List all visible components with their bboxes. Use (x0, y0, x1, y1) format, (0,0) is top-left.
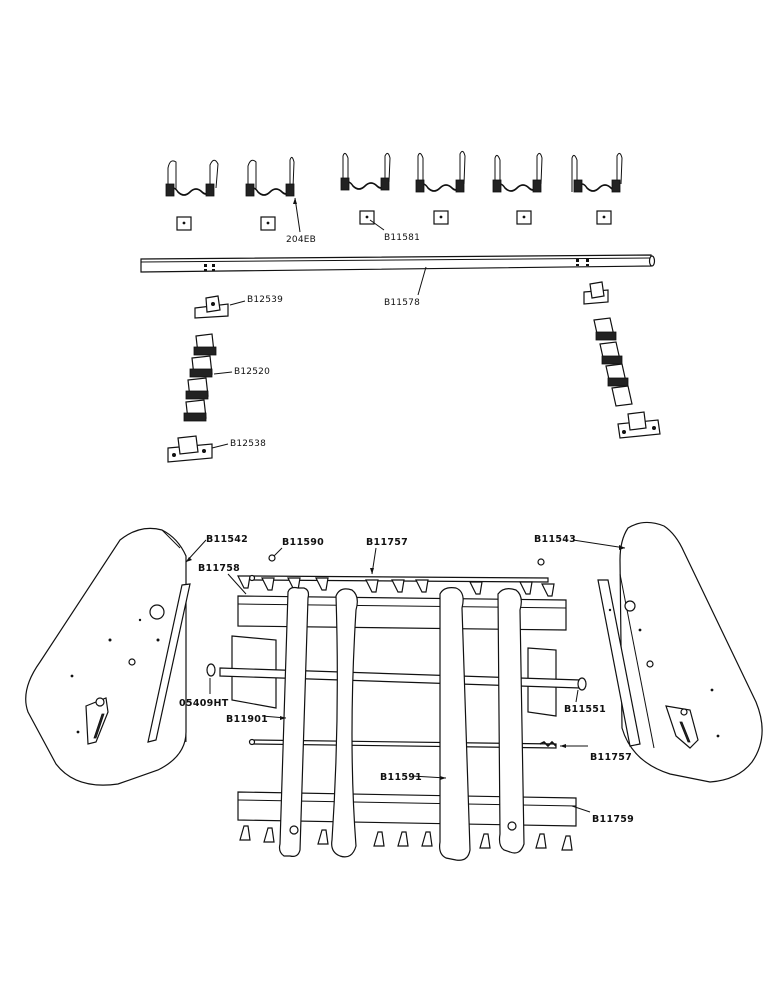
right-shield (597, 521, 763, 783)
label-rod-bottom: B11757 (590, 752, 632, 763)
label-tine-bar: B11758 (198, 563, 240, 574)
spring-tine-row (165, 150, 623, 197)
leader-plate (369, 219, 385, 231)
label-shield-right: B11543 (534, 534, 576, 545)
chain-link-bottom-left (167, 435, 213, 463)
label-link-top: B12539 (247, 295, 283, 305)
label-washer: 05409HT (179, 698, 229, 709)
label-shield-left: B11542 (206, 534, 248, 545)
label-bearing-pin: B11590 (282, 537, 324, 548)
reel-shaft (206, 635, 587, 717)
stripper-strap (497, 588, 525, 854)
label-stripper-center: B11591 (380, 772, 422, 783)
roller-chain-left (183, 333, 217, 422)
label-bracket: B11759 (592, 814, 634, 825)
roller-chain-right (593, 317, 633, 407)
leader-tube (417, 266, 427, 296)
square-plate (433, 210, 449, 225)
stripper-strap (439, 587, 471, 861)
stripper-strap (331, 588, 358, 858)
spring-tine (245, 156, 295, 197)
label-tine-spring: 204EB (286, 235, 316, 245)
label-plate: B11581 (384, 233, 420, 243)
label-chain: B12520 (234, 367, 270, 377)
square-plate (596, 210, 612, 225)
square-plate-row (176, 210, 612, 231)
chain-link-bottom-right (617, 411, 661, 439)
square-plate (516, 210, 532, 225)
chain-link-top-left (194, 295, 229, 319)
square-plate (260, 216, 276, 231)
label-bushing: B11551 (564, 704, 606, 715)
spring-tine (415, 150, 466, 193)
left-shield (25, 527, 191, 786)
label-stripper-left: B11901 (226, 714, 268, 725)
spring-tine (165, 159, 219, 197)
bearing-pin (268, 554, 276, 562)
square-plate (359, 210, 375, 225)
stripper-strap (278, 586, 310, 857)
spring-tine (340, 152, 391, 191)
chain-link-top-right (583, 281, 609, 305)
square-tube (140, 254, 656, 273)
label-tube: B11578 (384, 298, 420, 308)
label-rod-top: B11757 (366, 537, 408, 548)
square-plate (176, 216, 192, 231)
spring-tine (492, 152, 543, 193)
bearing-pin (537, 558, 545, 566)
spring-tine (571, 152, 623, 193)
label-link-bottom: B12538 (230, 439, 266, 449)
